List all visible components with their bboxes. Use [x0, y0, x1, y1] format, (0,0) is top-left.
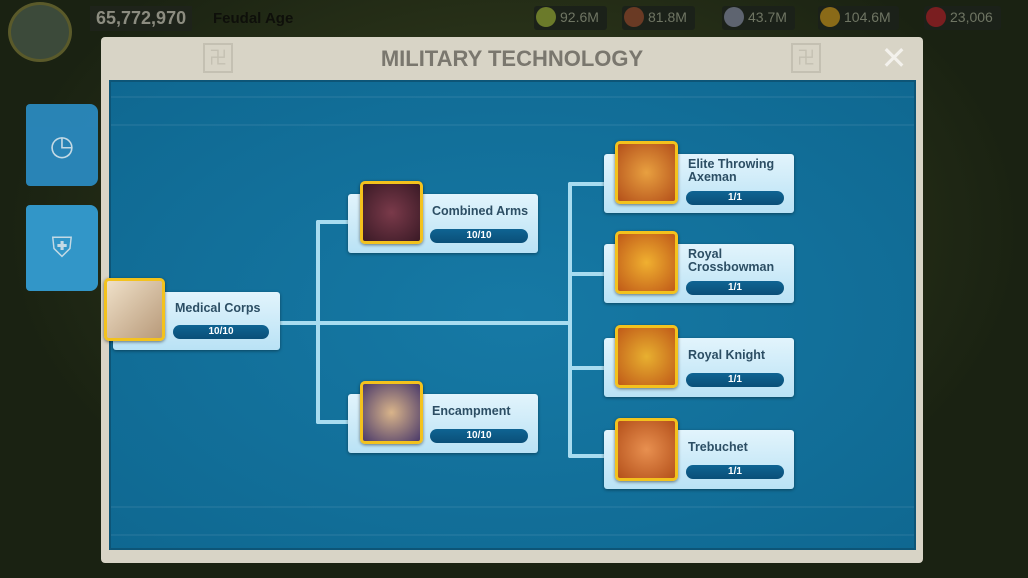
connector-line	[568, 182, 608, 186]
tech-progress: 10/10	[430, 429, 528, 443]
decorative-border	[111, 96, 914, 126]
ornament-icon: 卍	[791, 43, 821, 73]
decorative-border	[111, 506, 914, 536]
tech-name: Combined Arms	[432, 204, 529, 218]
resource-gems[interactable]: 23,006	[924, 6, 1001, 30]
tech-name: Elite Throwing Axeman	[688, 157, 775, 184]
ornament-icon: 卍	[203, 43, 233, 73]
tech-progress: 10/10	[173, 325, 269, 339]
tech-name: Trebuchet	[688, 440, 748, 454]
connector-line	[279, 321, 571, 325]
tech-name: Royal Knight	[688, 348, 766, 362]
tech-progress: 1/1	[686, 465, 784, 479]
connector-line	[568, 454, 608, 458]
military-tab[interactable]: ⛨	[26, 205, 98, 291]
axeman-icon	[615, 141, 678, 204]
resource-wood[interactable]: 81.8M	[622, 6, 695, 30]
resource-gold[interactable]: 104.6M	[818, 6, 899, 30]
wood-icon	[624, 7, 644, 27]
tech-name: Royal Crossbowman	[688, 247, 775, 274]
resource-value: 92.6M	[560, 9, 599, 25]
connector-line	[316, 220, 351, 224]
avatar[interactable]	[8, 2, 72, 62]
resource-value: 104.6M	[844, 9, 891, 25]
food-icon	[536, 7, 556, 27]
clock-icon: ◷	[49, 129, 75, 161]
tech-name: Encampment	[432, 404, 511, 418]
age-label: Feudal Age	[213, 10, 294, 27]
combined-arms-icon	[360, 181, 423, 244]
gem-icon	[926, 7, 946, 27]
tech-progress: 1/1	[686, 191, 784, 205]
economy-tab[interactable]: ◷	[26, 104, 98, 186]
connector-line	[568, 366, 608, 370]
close-button[interactable]: ✕	[880, 40, 908, 76]
stone-icon	[724, 7, 744, 27]
connector-line	[568, 182, 572, 458]
gold-icon	[820, 7, 840, 27]
resource-value: 81.8M	[648, 9, 687, 25]
tech-progress: 1/1	[686, 373, 784, 387]
resource-value: 43.7M	[748, 9, 787, 25]
connector-line	[568, 272, 608, 276]
connector-line	[316, 220, 320, 424]
top-bar: 65,772,970 Feudal Age 92.6M 81.8M 43.7M …	[0, 0, 1028, 62]
dialog-title: MILITARY TECHNOLOGY	[380, 46, 644, 71]
tech-progress: 10/10	[430, 229, 528, 243]
trebuchet-icon	[615, 418, 678, 481]
encampment-icon	[360, 381, 423, 444]
tech-name: Medical Corps	[175, 301, 261, 315]
connector-line	[316, 420, 351, 424]
knight-icon	[615, 325, 678, 388]
crossbowman-icon	[615, 231, 678, 294]
tech-progress: 1/1	[686, 281, 784, 295]
resource-food[interactable]: 92.6M	[534, 6, 607, 30]
resource-value: 23,006	[950, 9, 993, 25]
power-value: 65,772,970	[90, 6, 193, 31]
resource-stone[interactable]: 43.7M	[722, 6, 795, 30]
medical-corps-icon	[104, 278, 165, 341]
shield-sword-icon: ⛨	[51, 231, 73, 263]
